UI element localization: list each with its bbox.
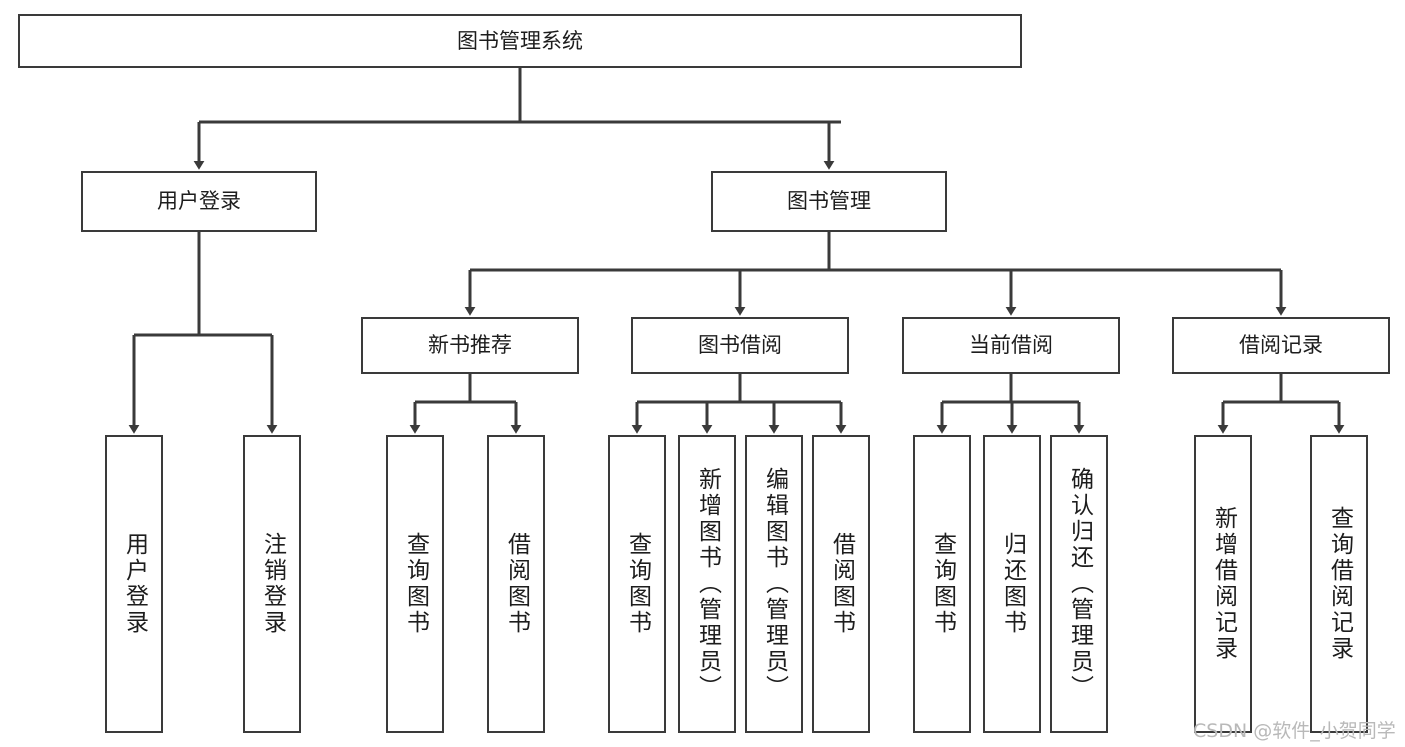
node-leaf-add-book-label: 新增图书（管理员） xyxy=(694,467,721,701)
node-leaf-borrow-book-rec[interactable]: 借阅图书 xyxy=(487,435,545,733)
node-book-borrow[interactable]: 图书借阅 xyxy=(631,317,849,374)
node-leaf-query-book-rec[interactable]: 查询图书 xyxy=(386,435,444,733)
node-leaf-borrow-book[interactable]: 借阅图书 xyxy=(812,435,870,733)
node-new-book-rec-label: 新书推荐 xyxy=(428,333,512,358)
node-leaf-query-book-rec-label: 查询图书 xyxy=(402,532,429,636)
node-borrow-record[interactable]: 借阅记录 xyxy=(1172,317,1390,374)
node-leaf-edit-book-label: 编辑图书（管理员） xyxy=(761,467,788,701)
node-leaf-query-book-cur[interactable]: 查询图书 xyxy=(913,435,971,733)
node-leaf-user-logout-label: 注销登录 xyxy=(259,532,286,636)
node-new-book-rec[interactable]: 新书推荐 xyxy=(361,317,579,374)
watermark: CSDN @软件_小贺同学 xyxy=(1193,720,1396,742)
node-current-borrow-label: 当前借阅 xyxy=(969,333,1053,358)
node-leaf-user-logout[interactable]: 注销登录 xyxy=(243,435,301,733)
node-leaf-query-record-label: 查询借阅记录 xyxy=(1326,506,1353,662)
node-root[interactable]: 图书管理系统 xyxy=(18,14,1022,68)
node-root-label: 图书管理系统 xyxy=(457,28,583,53)
node-leaf-edit-book[interactable]: 编辑图书（管理员） xyxy=(745,435,803,733)
node-book-manage[interactable]: 图书管理 xyxy=(711,171,947,232)
node-leaf-query-book-cur-label: 查询图书 xyxy=(929,532,956,636)
node-book-manage-label: 图书管理 xyxy=(787,189,871,214)
node-leaf-user-login[interactable]: 用户登录 xyxy=(105,435,163,733)
node-user-login[interactable]: 用户登录 xyxy=(81,171,317,232)
node-leaf-borrow-book-rec-label: 借阅图书 xyxy=(503,532,530,636)
node-leaf-add-book[interactable]: 新增图书（管理员） xyxy=(678,435,736,733)
node-leaf-return-book[interactable]: 归还图书 xyxy=(983,435,1041,733)
node-leaf-query-book-label: 查询图书 xyxy=(624,532,651,636)
node-leaf-add-record[interactable]: 新增借阅记录 xyxy=(1194,435,1252,733)
node-leaf-borrow-book-label: 借阅图书 xyxy=(828,532,855,636)
node-leaf-confirm-return[interactable]: 确认归还（管理员） xyxy=(1050,435,1108,733)
node-current-borrow[interactable]: 当前借阅 xyxy=(902,317,1120,374)
node-book-borrow-label: 图书借阅 xyxy=(698,333,782,358)
node-leaf-confirm-return-label: 确认归还（管理员） xyxy=(1066,467,1093,701)
node-leaf-user-login-label: 用户登录 xyxy=(121,532,148,636)
node-leaf-query-book[interactable]: 查询图书 xyxy=(608,435,666,733)
node-leaf-query-record[interactable]: 查询借阅记录 xyxy=(1310,435,1368,733)
node-borrow-record-label: 借阅记录 xyxy=(1239,333,1323,358)
node-leaf-add-record-label: 新增借阅记录 xyxy=(1210,506,1237,662)
node-leaf-return-book-label: 归还图书 xyxy=(999,532,1026,636)
node-user-login-label: 用户登录 xyxy=(157,189,241,214)
